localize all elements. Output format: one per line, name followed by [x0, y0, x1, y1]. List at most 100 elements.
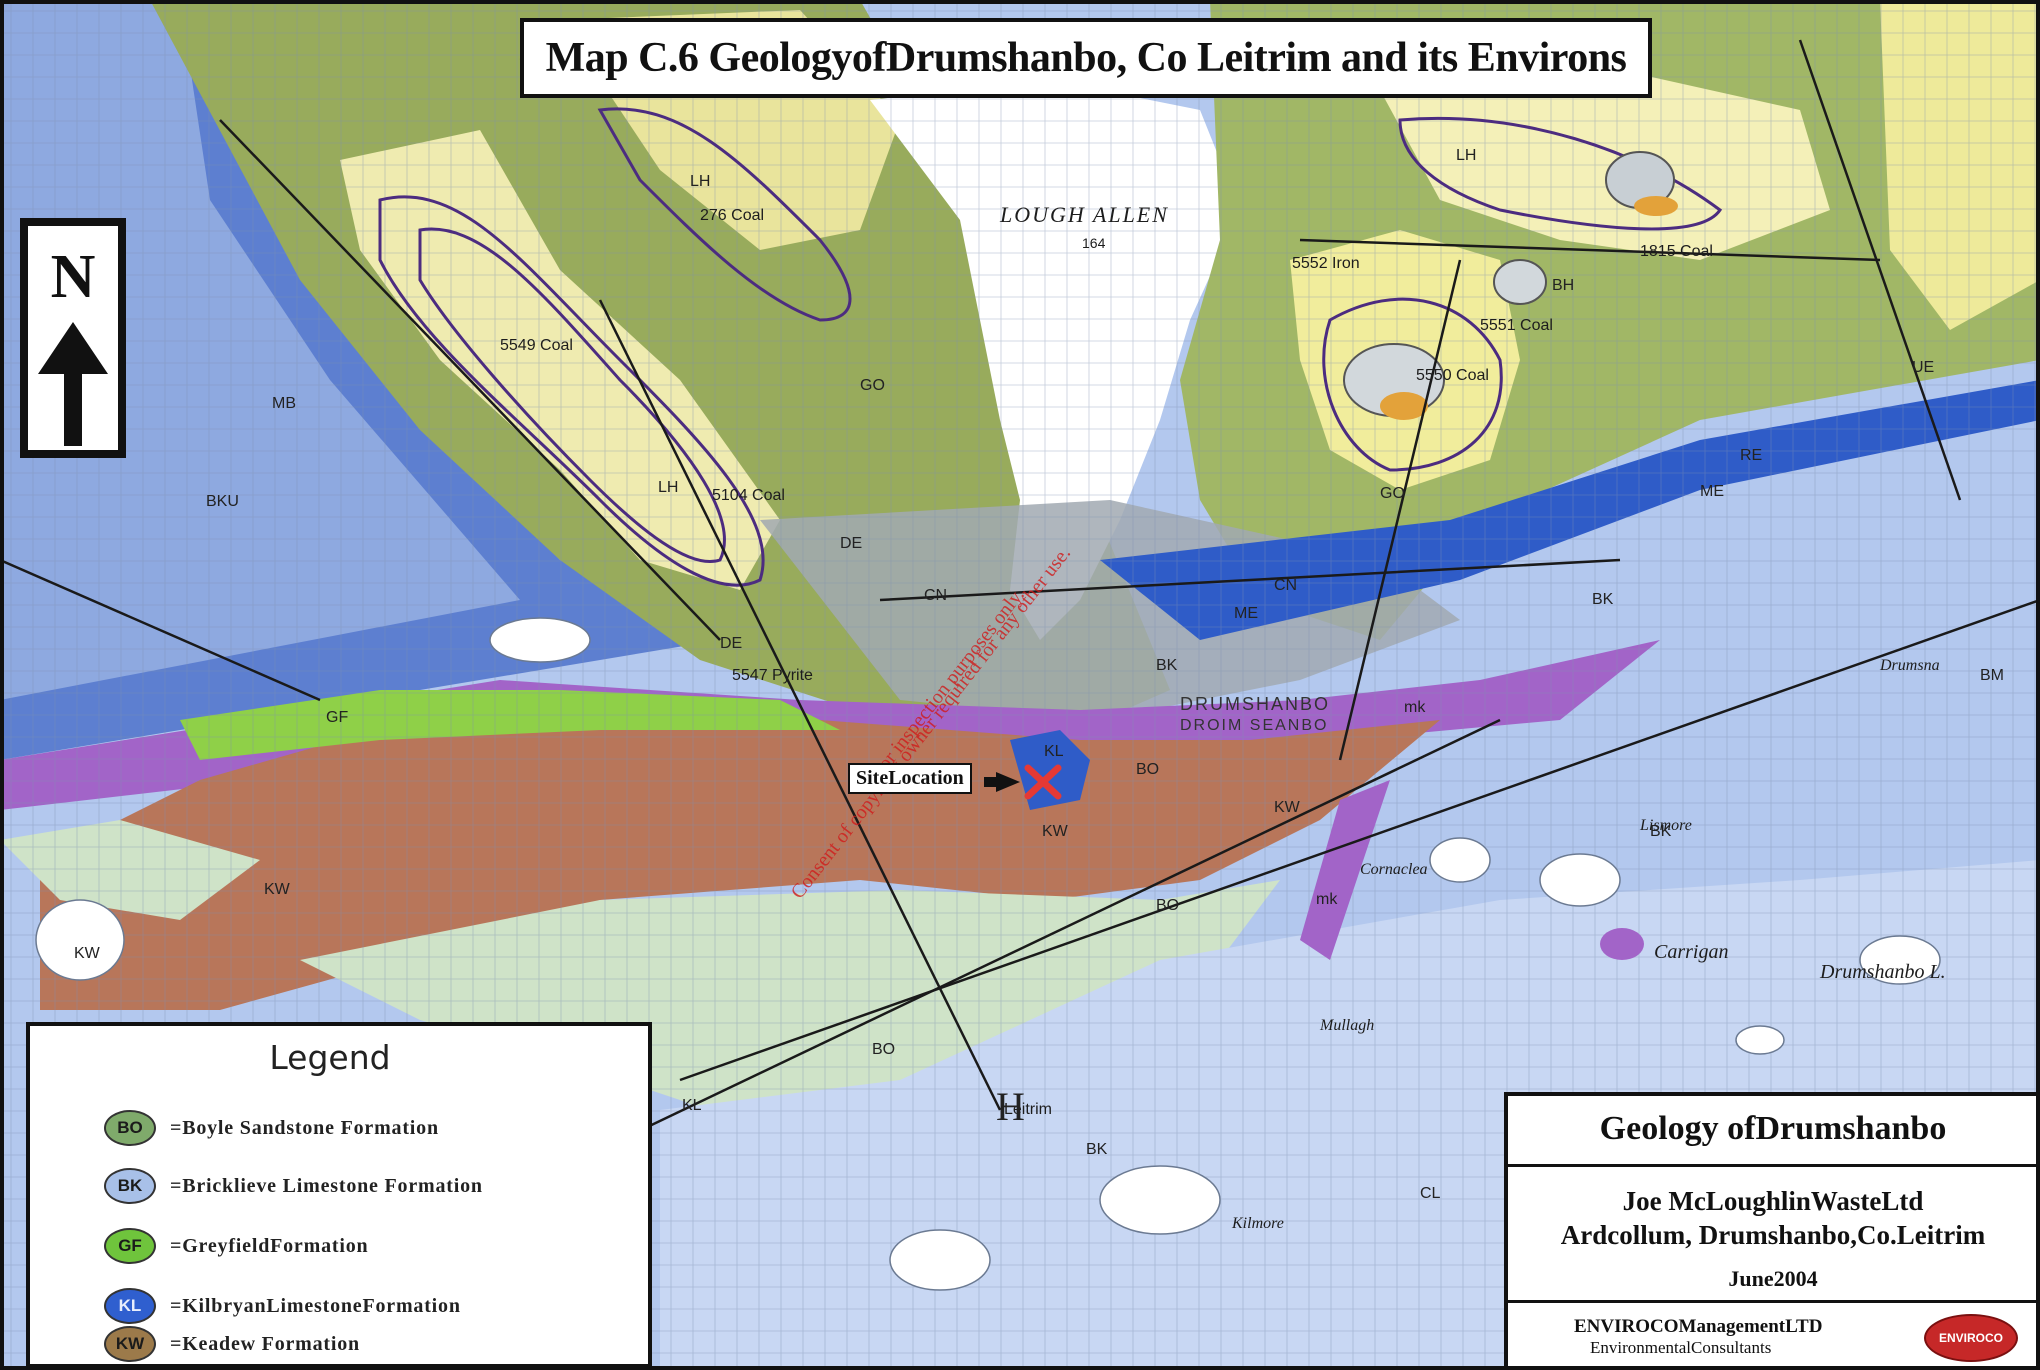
code-bk-1: BK: [1592, 591, 1614, 608]
lake-6: [889, 1229, 991, 1291]
code-bm: BM: [1980, 667, 2004, 684]
code-re: RE: [1740, 447, 1762, 464]
label-coal-5104: 5104 Coal: [712, 487, 785, 504]
code-cn-1: CN: [924, 587, 947, 604]
label-coal-5550: 5550 Coal: [1416, 367, 1489, 384]
label-lismore: Lismore: [1639, 817, 1692, 834]
map-title-box: Map C.6 GeologyofDrumshanbo, Co Leitrim …: [520, 18, 1652, 98]
code-bk-2: BK: [1650, 823, 1672, 840]
code-bo-2: BO: [1156, 897, 1179, 914]
code-h: H: [996, 1084, 1025, 1129]
contour-ring-4: [1398, 116, 1723, 231]
contour-ring-1: [378, 195, 765, 587]
label-coal-5551: 5551 Coal: [1480, 317, 1553, 334]
code-mb: MB: [272, 395, 296, 412]
code-lh-1: LH: [690, 173, 710, 190]
legend-badge-kl: KL: [104, 1288, 156, 1324]
lake-5: [1099, 1165, 1221, 1235]
code-bk-3: BK: [1086, 1141, 1108, 1158]
fault-5: [1299, 238, 1881, 262]
legend-badge-bo: BO: [104, 1110, 156, 1146]
code-kl-1: KL: [1044, 743, 1064, 760]
code-go-2: GO: [1380, 485, 1405, 502]
map-title: Map C.6 GeologyofDrumshanbo, Co Leitrim …: [545, 35, 1627, 81]
code-go-1: GO: [860, 377, 885, 394]
site-location-label: SiteLocation: [848, 763, 972, 794]
code-mk-1: mk: [1404, 699, 1426, 716]
title-block-rule-bottom: [1508, 1300, 2040, 1303]
label-leitrim: Leitrim: [1004, 1101, 1052, 1118]
fault-1: [598, 299, 1002, 1111]
legend-item-bo: BO =Boyle Sandstone Formation: [104, 1106, 439, 1150]
code-bku: BKU: [206, 493, 239, 510]
legend-label-bk: =Bricklieve Limestone Formation: [170, 1174, 483, 1197]
lake-8: [35, 899, 125, 981]
label-coal-1815: 1815 Coal: [1640, 243, 1713, 260]
title-block-company-sub: EnvironmentalConsultants: [1590, 1338, 1772, 1357]
enviroco-logo-text: ENVIROCO: [1938, 1331, 2003, 1345]
legend-label-kw: =Keadew Formation: [170, 1332, 360, 1355]
label-coal-276: 276 Coal: [700, 207, 764, 224]
label-drumsna: Drumsna: [1879, 657, 1940, 674]
lake-4: [1735, 1025, 1785, 1055]
lake-7: [489, 617, 591, 663]
title-block: Geology ofDrumshanbo Joe McLoughlinWaste…: [1504, 1092, 2040, 1370]
site-marker-x: [1024, 764, 1062, 800]
label-lough-allen-height: 164: [1082, 235, 1106, 251]
code-de-1: DE: [840, 535, 862, 552]
site-arrow: [996, 772, 1020, 792]
code-bh: BH: [1552, 277, 1574, 294]
code-kw-1: KW: [1042, 823, 1069, 840]
code-mk-2: mk: [1316, 891, 1338, 908]
legend-item-bk: BK =Bricklieve Limestone Formation: [104, 1164, 483, 1208]
legend-badge-gf: GF: [104, 1228, 156, 1264]
label-cornaclea: Cornaclea: [1360, 861, 1428, 878]
legend-badge-kw: KW: [104, 1326, 156, 1362]
code-bo-3: BO: [872, 1041, 895, 1058]
contour-ring-3: [597, 107, 852, 322]
orange-patch-2: [1634, 196, 1678, 216]
north-letter: N: [50, 243, 96, 311]
code-me-2: ME: [1234, 605, 1258, 622]
title-block-address: Ardcollum, Drumshanbo,Co.Leitrim: [1560, 1220, 1986, 1250]
bh-patch-2: [1493, 259, 1547, 305]
fault-6: [1338, 259, 1462, 761]
lake-2: [1539, 853, 1621, 907]
label-carrigan: Carrigan: [1654, 941, 1728, 963]
fault-8: [679, 598, 2040, 1082]
code-kw-3: KW: [1274, 799, 1301, 816]
code-gf: GF: [326, 709, 348, 726]
enviroco-logo: ENVIROCO: [1924, 1314, 2018, 1362]
label-iron-5552: 5552 Iron: [1292, 255, 1360, 272]
contour-ring-5: [1322, 297, 1503, 472]
orange-patch-1: [1380, 392, 1428, 420]
legend-item-kw: KW =Keadew Formation: [104, 1322, 360, 1366]
title-block-rule-top: [1508, 1164, 2040, 1167]
label-kilmore: Kilmore: [1231, 1215, 1284, 1232]
code-de-2: DE: [720, 635, 742, 652]
mk-patch: [1600, 928, 1644, 960]
legend-badge-bk: BK: [104, 1168, 156, 1204]
fault-3: [879, 558, 1621, 602]
legend-label-kl: =KilbryanLimestoneFormation: [170, 1294, 461, 1317]
lake-3: [1859, 935, 1941, 985]
legend-panel: Legend BO =Boyle Sandstone Formation BK …: [26, 1022, 652, 1368]
label-mullagh: Mullagh: [1319, 1017, 1374, 1034]
code-me-1: ME: [1700, 483, 1724, 500]
lake-1: [1429, 837, 1491, 883]
code-cl: CL: [1420, 1185, 1441, 1202]
code-kw-2: KW: [264, 881, 291, 898]
code-lh-3: LH: [1456, 147, 1476, 164]
label-drumshanbo-irish: DROIM SEANBO: [1180, 717, 1328, 734]
north-indicator: N: [20, 218, 126, 458]
code-kl-2: KL: [682, 1097, 702, 1114]
label-drumshanbo: DRUMSHANBO: [1180, 694, 1330, 714]
code-bo-1: BO: [1136, 761, 1159, 778]
label-lough-allen: LOUGH ALLEN: [999, 202, 1169, 227]
title-block-heading: Geology ofDrumshanbo: [1599, 1110, 1947, 1147]
legend-label-bo: =Boyle Sandstone Formation: [170, 1116, 439, 1139]
label-drumshanbo-l: Drumshanbo L.: [1819, 961, 1946, 983]
code-kw-4: KW: [74, 945, 101, 962]
label-coal-5549: 5549 Coal: [500, 337, 573, 354]
legend-item-gf: GF =GreyfieldFormation: [104, 1224, 368, 1268]
